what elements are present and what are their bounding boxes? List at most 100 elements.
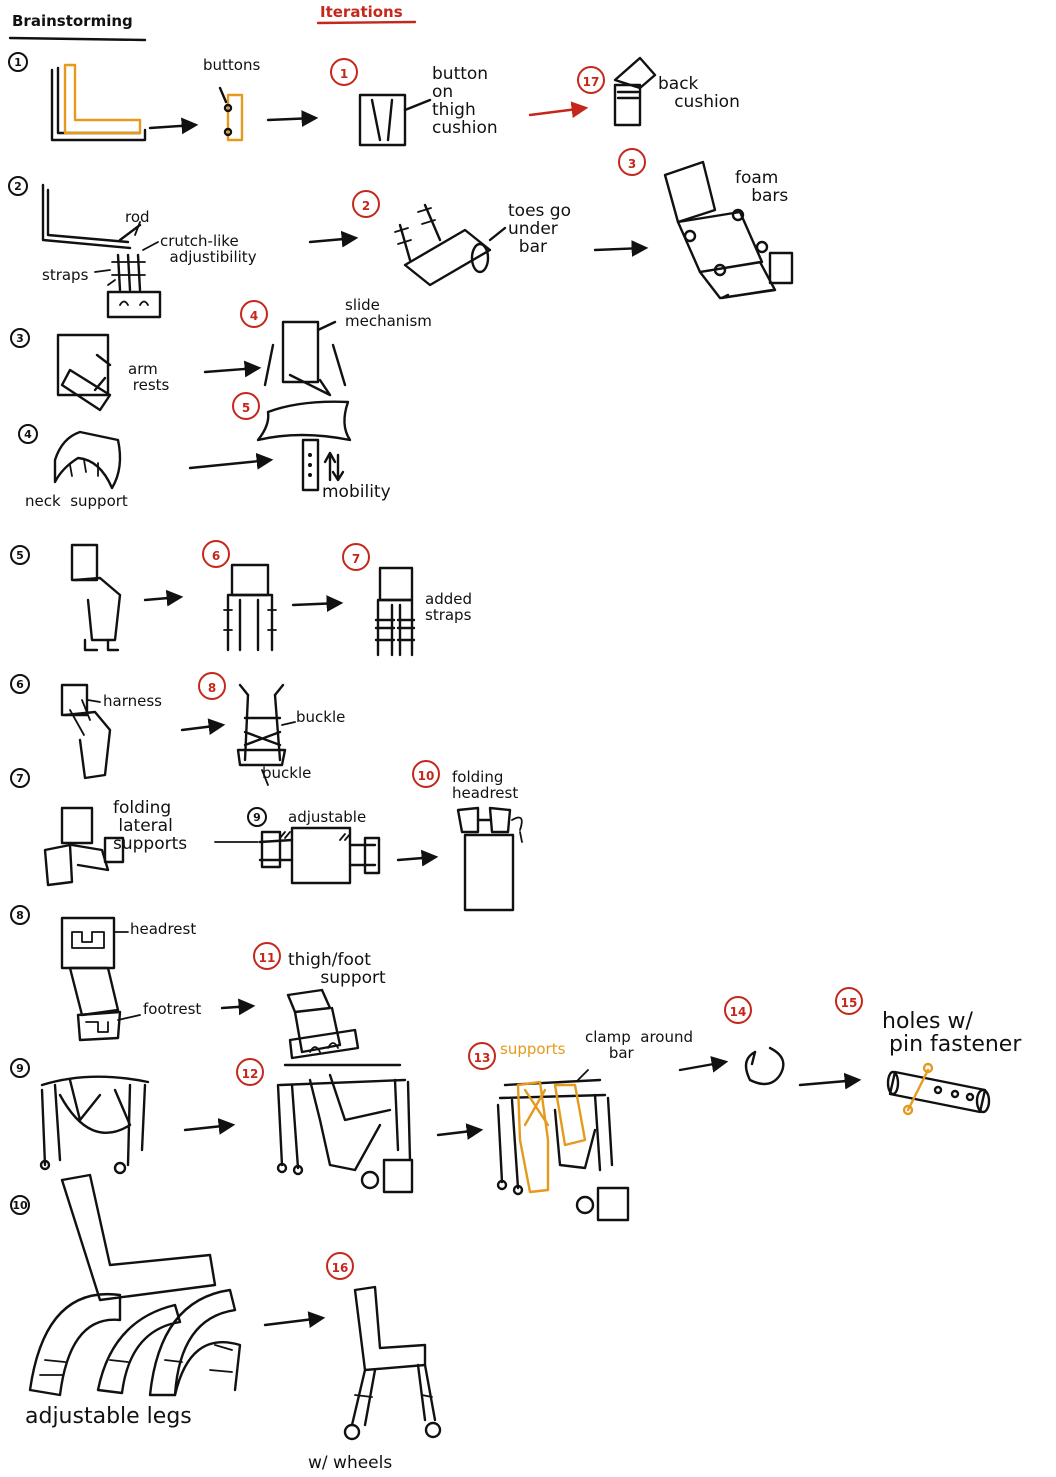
label-rod: rod	[125, 210, 150, 226]
label-foam-bars: foam bars	[735, 170, 788, 206]
label-buckle-bottom: buckle	[262, 766, 311, 782]
iteration-number-9: 9	[247, 807, 267, 827]
label-button-on-thigh-cushion: button on thigh cushion	[432, 66, 498, 137]
arrow-8a	[222, 1006, 252, 1008]
arrow-9a	[185, 1125, 232, 1130]
iteration-number-13: 13	[468, 1042, 496, 1070]
harness-leader	[88, 700, 100, 702]
label-footrest: footrest	[143, 1002, 201, 1018]
sketch-lateral-supports	[45, 808, 123, 885]
iteration-number-1: 1	[330, 58, 358, 86]
sketch-back-cushion	[615, 58, 655, 125]
label-added-straps: added straps	[425, 592, 472, 624]
arrow-2a	[310, 238, 355, 242]
label-folding-headrest: folding headrest	[452, 770, 518, 802]
label-straps: straps	[42, 268, 88, 284]
arrow-4a	[190, 460, 270, 468]
brainstorm-number-8: 8	[10, 905, 30, 925]
iteration-number-4: 4	[240, 300, 268, 328]
iteration-number-3: 3	[618, 148, 646, 176]
sketch-toe-bar	[395, 205, 505, 285]
arrow-1c	[530, 108, 585, 115]
brainstorming-underline	[10, 38, 145, 40]
iteration-number-12: 12	[236, 1058, 264, 1086]
sketch-buttons-cushion	[220, 88, 242, 140]
label-w-wheels: w/ wheels	[308, 1455, 392, 1473]
sketch-wheeled-chair	[345, 1287, 440, 1439]
label-toes-go-under-bar: toes go under bar	[508, 203, 571, 257]
label-adjustable-legs: adjustable legs	[25, 1405, 192, 1428]
iteration-number-2: 2	[352, 190, 380, 218]
sketch-adjustable-supports	[260, 828, 379, 883]
label-folding-lateral-supports: folding lateral supports	[113, 800, 187, 854]
footrest-leader	[118, 1015, 140, 1020]
sketch-leg-straps-c	[376, 568, 414, 655]
brainstorm-number-5: 5	[10, 545, 30, 565]
arrow-1a	[150, 125, 195, 128]
label-harness: harness	[103, 694, 162, 710]
label-slide-mechanism: slide mechanism	[345, 298, 432, 330]
iteration-number-15: 15	[835, 987, 863, 1015]
sketch-frame-13	[498, 1070, 628, 1220]
sketch-pin-fastener	[888, 1064, 989, 1114]
brainstorm-number-9: 9	[10, 1058, 30, 1078]
arrow-9c	[680, 1062, 725, 1070]
label-neck-support: neck support	[25, 494, 128, 510]
label-supports: supports	[500, 1042, 565, 1058]
sketch-headrest-footrest	[62, 918, 120, 1040]
sketch-leg-straps-b	[224, 565, 276, 650]
label-buttons: buttons	[203, 58, 260, 74]
iteration-number-17: 17	[577, 66, 605, 94]
brainstorm-number-1: 1	[8, 52, 28, 72]
sketch-frame-12	[278, 1065, 412, 1192]
iteration-number-16: 16	[326, 1252, 354, 1280]
arrow-10a	[265, 1318, 322, 1325]
sketch-thigh-cushion-button	[360, 95, 430, 145]
label-buckle-right: buckle	[296, 710, 345, 726]
iteration-number-5: 5	[232, 392, 260, 420]
label-headrest: headrest	[130, 922, 196, 938]
iterations-underline	[318, 22, 415, 23]
arrow-3a	[205, 368, 258, 372]
sketch-thigh-foot-support	[288, 990, 358, 1058]
brainstorm-number-7: 7	[10, 768, 30, 788]
sketch-neck-support	[55, 432, 120, 488]
arrow-1b	[268, 118, 315, 120]
sketch-chair-l-shape	[52, 65, 145, 140]
straps-leader	[95, 270, 115, 285]
brainstorming-heading: Brainstorming	[12, 14, 133, 30]
label-back-cushion: back cushion	[658, 76, 740, 112]
label-arm-rests: arm rests	[128, 362, 169, 394]
sketch-chair-rod-straps	[43, 185, 160, 317]
label-adjustable: adjustable	[288, 810, 366, 826]
brainstorm-number-6: 6	[10, 674, 30, 694]
label-thigh-foot-support: thigh/foot support	[288, 952, 386, 988]
iterations-heading: Iterations	[320, 5, 403, 21]
brainstorm-number-3: 3	[10, 328, 30, 348]
arrow-6a	[182, 725, 222, 730]
arrow-7a	[398, 857, 435, 860]
iteration-number-10: 10	[412, 760, 440, 788]
label-clamp-around-bar: clamp around bar	[585, 1030, 693, 1062]
sketch-frame-9	[41, 1077, 148, 1173]
brainstorm-number-2: 2	[8, 176, 28, 196]
sketch-neck-mobility	[258, 402, 350, 490]
sketch-adjustable-legs-chair	[30, 1175, 240, 1395]
arrow-2b	[595, 248, 645, 250]
brainstorm-number-10: 10	[10, 1195, 30, 1215]
sketch-slide-mechanism	[265, 322, 345, 395]
brainstorm-number-4: 4	[18, 424, 38, 444]
sketch-armrests	[58, 335, 110, 410]
arrow-9d	[800, 1080, 858, 1085]
arrow-5b	[293, 603, 340, 605]
iteration-number-8: 8	[198, 672, 226, 700]
iteration-number-7: 7	[342, 543, 370, 571]
sketch-folding-headrest	[458, 808, 522, 910]
arrow-5a	[145, 597, 180, 600]
iteration-number-6: 6	[202, 540, 230, 568]
sketch-clamp	[746, 1048, 783, 1084]
crutch-leader	[143, 242, 158, 250]
iteration-number-11: 11	[253, 942, 281, 970]
label-crutch-like-adjustibility: crutch-like adjustibility	[160, 234, 257, 266]
arrow-9b	[438, 1130, 480, 1135]
